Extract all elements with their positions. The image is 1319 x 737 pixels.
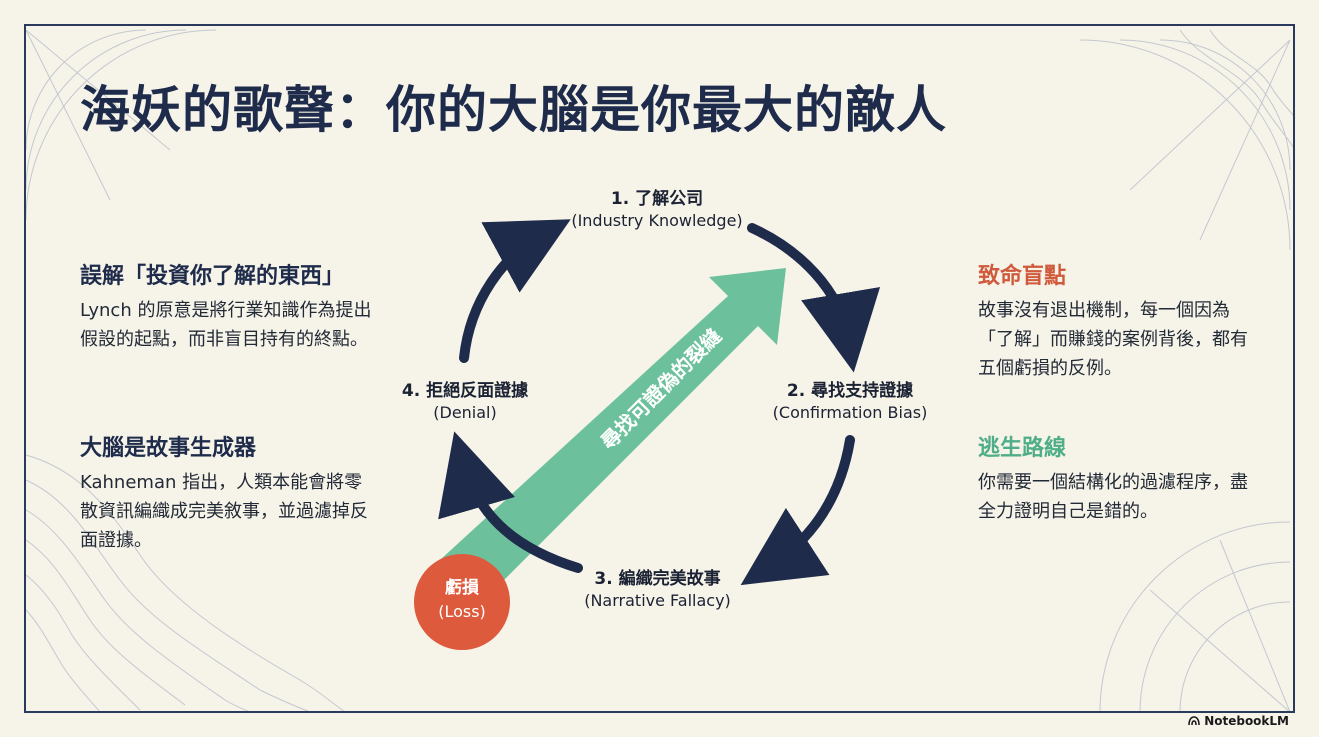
cycle-node-subtitle: (Narrative Fallacy): [584, 591, 731, 610]
right-heading-escape-route: 逃生路線: [978, 436, 1067, 461]
cycle-node-subtitle: (Denial): [433, 403, 497, 422]
cycle-node-title: 2. 尋找支持證據: [786, 381, 914, 401]
cycle-node-denial: 4. 拒絕反面證據 (Denial): [370, 380, 560, 424]
right-body-blind-spot: 故事沒有退出機制，每一個因為「了解」而賺錢的案例背後，都有五個虧損的反例。: [978, 300, 1248, 379]
loss-circle: 虧損 (Loss): [414, 554, 510, 650]
brand-name: NotebookLM: [1204, 714, 1289, 728]
cycle-node-confirmation-bias: 2. 尋找支持證據 (Confirmation Bias): [750, 380, 950, 424]
right-body-escape-route: 你需要一個結構化的過濾程序，盡全力證明自己是錯的。: [978, 472, 1248, 522]
cycle-node-title: 4. 拒絕反面證據: [401, 381, 529, 401]
cycle-node-title: 3. 編織完美故事: [594, 569, 721, 589]
slide-title: 海妖的歌聲：你的大腦是你最大的敵人: [80, 81, 947, 139]
slide-frame: [24, 24, 1295, 713]
left-body-misunderstanding: Lynch 的原意是將行業知識作為提出假設的起點，而非盲目持有的終點。: [80, 300, 372, 350]
cycle-node-industry-knowledge: 1. 了解公司 (Industry Knowledge): [557, 188, 757, 232]
left-heading-story-generator: 大腦是故事生成器: [80, 436, 257, 461]
cycle-node-subtitle: (Industry Knowledge): [571, 211, 743, 230]
loss-title: 虧損: [445, 578, 479, 598]
left-heading-misunderstanding: 誤解「投資你了解的東西」: [80, 264, 345, 289]
cycle-node-narrative-fallacy: 3. 編織完美故事 (Narrative Fallacy): [555, 568, 760, 612]
loss-subtitle: (Loss): [438, 602, 486, 621]
notebooklm-logo-icon: [1188, 716, 1200, 726]
right-heading-blind-spot: 致命盲點: [978, 264, 1067, 289]
cycle-node-subtitle: (Confirmation Bias): [772, 403, 928, 422]
left-body-story-generator: Kahneman 指出，人類本能會將零散資訊編織成完美敘事，並過濾掉反面證據。: [80, 472, 368, 551]
brand-watermark: NotebookLM: [1188, 714, 1289, 728]
cycle-node-title: 1. 了解公司: [610, 189, 704, 209]
